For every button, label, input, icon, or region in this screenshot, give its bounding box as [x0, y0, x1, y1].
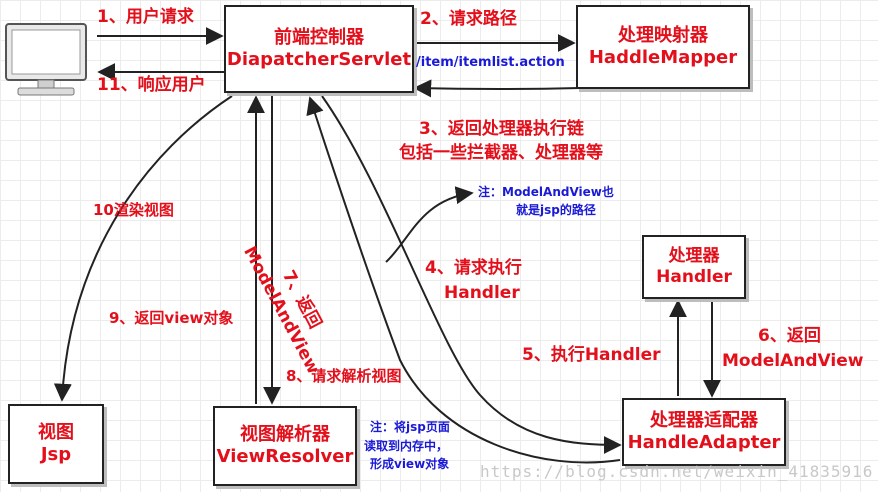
- mav-note: 注：ModelAndView也 就是jsp的路径: [478, 183, 614, 219]
- resolver-note-line3: 形成view对象: [370, 457, 450, 472]
- handler-box: 处理器 Handler: [642, 235, 746, 299]
- step-6-line1: 6、返回: [758, 326, 821, 346]
- step-5-label: 5、执行Handler: [522, 345, 661, 365]
- step-10-label: 10渲染视图: [93, 201, 174, 219]
- arrow-render-view: [53, 95, 233, 402]
- step-8-label: 8、请求解析视图: [286, 367, 402, 385]
- step-4-line2: Handler: [444, 283, 520, 303]
- step-2-label: 2、请求路径: [420, 9, 517, 29]
- handler-subtitle: Handler: [656, 267, 732, 287]
- handler-mapper-box: 处理映射器 HaddleMapper: [576, 5, 750, 89]
- arrow-return-mav: [306, 96, 621, 464]
- view-subtitle: Jsp: [40, 444, 72, 465]
- mapper-subtitle: HaddleMapper: [588, 47, 738, 68]
- step-4-line1: 4、请求执行: [425, 258, 522, 278]
- adapter-subtitle: HandleAdapter: [627, 432, 781, 453]
- mav-note-line2: 就是jsp的路径: [516, 203, 596, 217]
- adapter-title: 处理器适配器: [650, 409, 758, 431]
- step-6-line2: ModelAndView: [722, 351, 864, 371]
- mapper-title: 处理映射器: [618, 24, 708, 46]
- view-title: 视图: [38, 421, 74, 443]
- arrow-note-pointer: [385, 186, 474, 263]
- resolver-title: 视图解析器: [240, 423, 330, 445]
- watermark: https://blog.csdn.net/weixin_41835916: [480, 462, 874, 481]
- resolver-note: 注：将jsp页面 读取到内存中， 形成view对象: [364, 418, 450, 474]
- dispatcher-subtitle: DiapatcherServlet: [226, 49, 412, 70]
- resolver-subtitle: ViewResolver: [216, 446, 354, 467]
- handle-adapter-box: 处理器适配器 HandleAdapter: [622, 398, 786, 466]
- arrow-request-execute: [321, 95, 622, 454]
- dispatcher-title: 前端控制器: [274, 26, 364, 48]
- step-11-label: 11、响应用户: [97, 75, 206, 95]
- view-resolver-box: 视图解析器 ViewResolver: [213, 406, 357, 486]
- handler-title: 处理器: [668, 245, 720, 266]
- arrow-return-chain: [413, 79, 581, 98]
- view-jsp-box: 视图 Jsp: [8, 404, 104, 484]
- resolver-note-line1: 注：将jsp页面: [370, 420, 450, 434]
- mav-note-line1: 注：ModelAndView也: [478, 185, 614, 199]
- step-9-label: 9、返回view对象: [109, 309, 234, 327]
- step-2-url: /item/itemlist.action: [416, 55, 565, 70]
- step-1-label: 1、用户请求: [97, 7, 194, 27]
- step-3-line2: 包括一些拦截器、处理器等: [399, 143, 603, 163]
- dispatcher-servlet-box: 前端控制器 DiapatcherServlet: [224, 5, 414, 93]
- computer-icon: [5, 23, 87, 96]
- step-3-line1: 3、返回处理器执行链: [419, 119, 584, 139]
- resolver-note-line2: 读取到内存中，: [364, 438, 449, 453]
